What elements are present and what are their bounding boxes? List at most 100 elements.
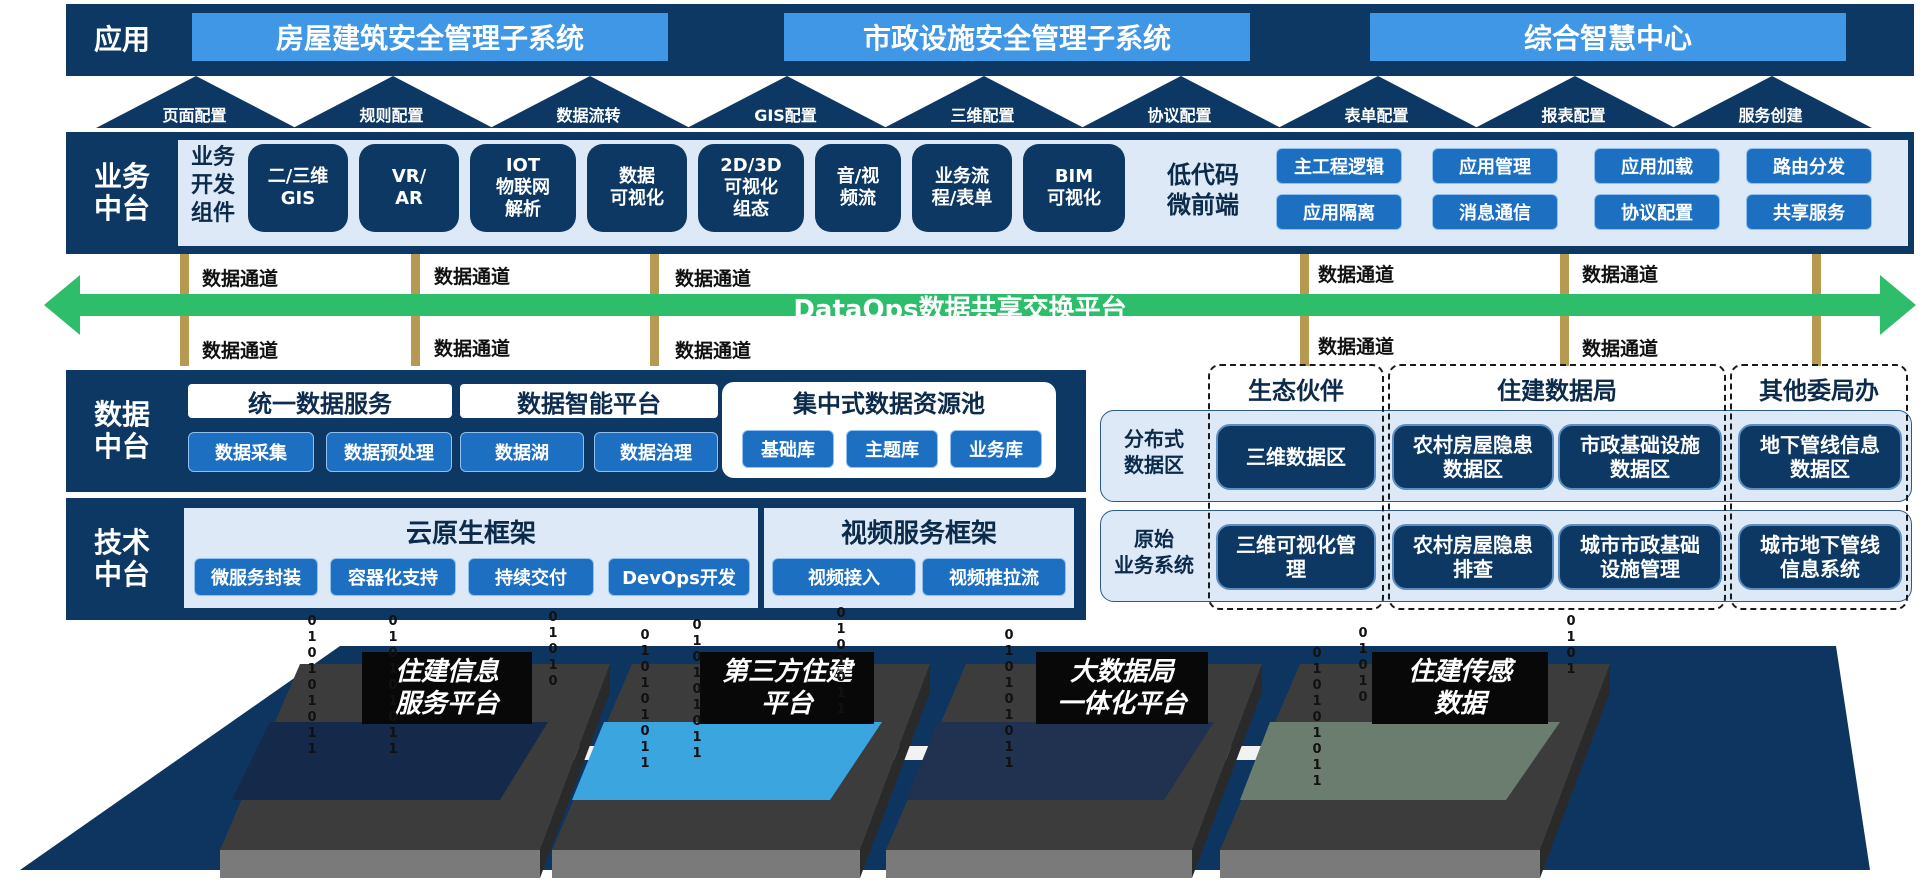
component-workflow[interactable]: 业务流 程/表单 [912, 144, 1012, 232]
resource-pool-item[interactable]: 业务库 [950, 430, 1042, 468]
unified-data-service-title: 统一数据服务 [188, 384, 452, 418]
video-service-title: 视频服务框架 [840, 518, 997, 549]
video-service-panel: 视频服务框架 视频接入 视频推拉流 [764, 508, 1074, 608]
config-item[interactable]: 三维配置 [950, 106, 1015, 125]
distributed-data-zone[interactable]: 市政基础设施 数据区 [1558, 424, 1722, 490]
binary-stream: 0 1 0 1 0 1 0 1 1 [640, 628, 650, 771]
resource-pool-panel: 集中式数据资源池 基础库 主题库 业务库 [722, 382, 1056, 478]
config-item[interactable]: 表单配置 [1344, 106, 1409, 125]
platform-label: 住建信息 服务平台 [362, 652, 532, 724]
partner-column-ecosystem [1208, 364, 1384, 610]
cloud-item[interactable]: 持续交付 [468, 558, 594, 596]
lowcode-module[interactable]: 主工程逻辑 [1276, 148, 1402, 184]
unified-data-item[interactable]: 数据预处理 [326, 432, 452, 472]
config-item[interactable]: 页面配置 [162, 106, 227, 125]
original-system[interactable]: 城市地下管线 信息系统 [1738, 524, 1902, 590]
unified-data-item[interactable]: 数据采集 [188, 432, 314, 472]
component-2d3d[interactable]: 2D/3D 可视化 组态 [698, 144, 804, 232]
lowcode-module[interactable]: 共享服务 [1746, 194, 1872, 230]
lowcode-module[interactable]: 应用管理 [1432, 148, 1558, 184]
component-data-viz[interactable]: 数据 可视化 [587, 144, 687, 232]
tech-layer: 技术 中台 云原生框架 微服务封装 容器化支持 持续交付 DevOps开发 视频… [66, 498, 1086, 620]
component-gis[interactable]: 二/三维 GIS [248, 144, 348, 232]
cloud-native-title: 云原生框架 [405, 518, 536, 549]
data-channel-label: 数据通道 [1318, 264, 1395, 286]
lowcode-module[interactable]: 协议配置 [1594, 194, 1720, 230]
data-channel-label: 数据通道 [434, 266, 511, 288]
partner-column-other [1730, 364, 1908, 610]
intelligent-platform-title: 数据智能平台 [460, 384, 718, 418]
app-item-municipal[interactable]: 市政设施安全管理子系统 [784, 13, 1250, 61]
platform-base [20, 646, 1870, 878]
data-channel-label: 数据通道 [1318, 336, 1395, 358]
app-layer-bar: 应用 房屋建筑安全管理子系统 市政设施安全管理子系统 综合智慧中心 [66, 4, 1914, 76]
component-vr-ar[interactable]: VR/ AR [359, 144, 459, 232]
binary-stream: 0 1 0 1 0 1 0 1 1 [1312, 646, 1322, 789]
data-channel-label: 数据通道 [675, 268, 752, 290]
lowcode-label: 低代码 微前端 [1167, 161, 1239, 219]
lowcode-module[interactable]: 应用加载 [1594, 148, 1720, 184]
config-labels: 页面配置 规则配置 数据流转 GIS配置 三维配置 协议配置 表单配置 报表配置… [96, 104, 1872, 128]
config-item[interactable]: 协议配置 [1147, 106, 1212, 125]
binary-stream: 0 1 0 1 0 [1358, 626, 1368, 705]
component-iot[interactable]: IOT 物联网 解析 [470, 144, 576, 232]
tech-layer-label: 技术 中台 [93, 526, 150, 591]
dataops-arrow [44, 275, 1916, 335]
resource-pool-item[interactable]: 主题库 [846, 430, 938, 468]
original-system[interactable]: 城市市政基础 设施管理 [1558, 524, 1722, 590]
config-item[interactable]: 报表配置 [1541, 106, 1606, 125]
column-header-housing-bureau: 住建数据局 [1497, 376, 1617, 405]
original-system[interactable]: 三维可视化管 理 [1216, 524, 1376, 590]
config-item[interactable]: 规则配置 [359, 106, 424, 125]
app-layer-label: 应用 [93, 23, 150, 56]
config-item[interactable]: GIS配置 [754, 106, 817, 125]
intelligent-item[interactable]: 数据治理 [594, 432, 718, 472]
dev-components-panel: 业务 开发 组件 二/三维 GIS VR/ AR IOT 物联网 解析 数据 可… [178, 140, 1198, 246]
original-system[interactable]: 农村房屋隐患 排查 [1392, 524, 1554, 590]
dev-components-label: 业务 开发 组件 [190, 145, 235, 226]
dataops-label: DataOps数据共享交换平台 [793, 295, 1127, 325]
platform-label: 住建传感 数据 [1372, 652, 1548, 724]
binary-stream: 0 1 0 1 0 1 0 1 1 [692, 618, 702, 761]
data-layer-label: 数据 中台 [93, 398, 150, 463]
app-item-smart-center[interactable]: 综合智慧中心 [1370, 13, 1846, 61]
data-channel-label: 数据通道 [675, 340, 752, 362]
video-item[interactable]: 视频接入 [772, 558, 916, 596]
distributed-data-zone[interactable]: 三维数据区 [1216, 424, 1376, 490]
column-header-ecosystem: 生态伙伴 [1248, 376, 1344, 405]
component-av-stream[interactable]: 音/视 频流 [815, 144, 901, 232]
column-header-other: 其他委局办 [1759, 376, 1879, 405]
cloud-item[interactable]: 容器化支持 [330, 558, 456, 596]
binary-stream: 0 1 0 1 0 [548, 610, 558, 689]
binary-stream: 0 1 0 1 [1566, 614, 1576, 677]
distributed-data-zone[interactable]: 地下管线信息 数据区 [1738, 424, 1902, 490]
row-label-distributed: 分布式 数据区 [1124, 427, 1184, 477]
intelligent-item[interactable]: 数据湖 [460, 432, 584, 472]
config-item[interactable]: 服务创建 [1738, 106, 1803, 125]
config-item[interactable]: 数据流转 [556, 106, 621, 125]
binary-stream: 0 1 0 1 0 1 0 1 1 [1004, 628, 1014, 771]
binary-stream: 0 1 0 1 0 1 0 1 1 [388, 614, 398, 757]
cloud-item[interactable]: DevOps开发 [608, 558, 750, 596]
binary-stream: 0 1 0 1 0 1 1 [836, 606, 846, 717]
app-item-housing[interactable]: 房屋建筑安全管理子系统 [192, 13, 668, 61]
lowcode-panel: 低代码 微前端 主工程逻辑 应用管理 应用加载 路由分发 应用隔离 消息通信 协… [1142, 140, 1908, 246]
platform-label: 大数据局 一体化平台 [1036, 652, 1208, 724]
data-channel-label: 数据通道 [202, 268, 279, 290]
business-layer-label: 业务 中台 [93, 160, 150, 225]
video-item[interactable]: 视频推拉流 [922, 558, 1066, 596]
config-triangles [96, 76, 1872, 128]
component-bim[interactable]: BIM 可视化 [1023, 144, 1125, 232]
cloud-item[interactable]: 微服务封装 [194, 558, 318, 596]
lowcode-module[interactable]: 路由分发 [1746, 148, 1872, 184]
data-channel-label: 数据通道 [1582, 338, 1659, 360]
resource-pool-item[interactable]: 基础库 [742, 430, 834, 468]
distributed-data-zone[interactable]: 农村房屋隐患 数据区 [1392, 424, 1554, 490]
row-label-original: 原始 业务系统 [1114, 527, 1194, 577]
business-layer: 业务 中台 业务 开发 组件 二/三维 GIS VR/ AR IOT 物联网 解… [66, 132, 1914, 254]
lowcode-module[interactable]: 应用隔离 [1276, 194, 1402, 230]
lowcode-module[interactable]: 消息通信 [1432, 194, 1558, 230]
data-channel-label: 数据通道 [1582, 264, 1659, 286]
platform-label: 第三方住建 平台 [700, 652, 874, 724]
cloud-native-panel: 云原生框架 微服务封装 容器化支持 持续交付 DevOps开发 [184, 508, 758, 608]
